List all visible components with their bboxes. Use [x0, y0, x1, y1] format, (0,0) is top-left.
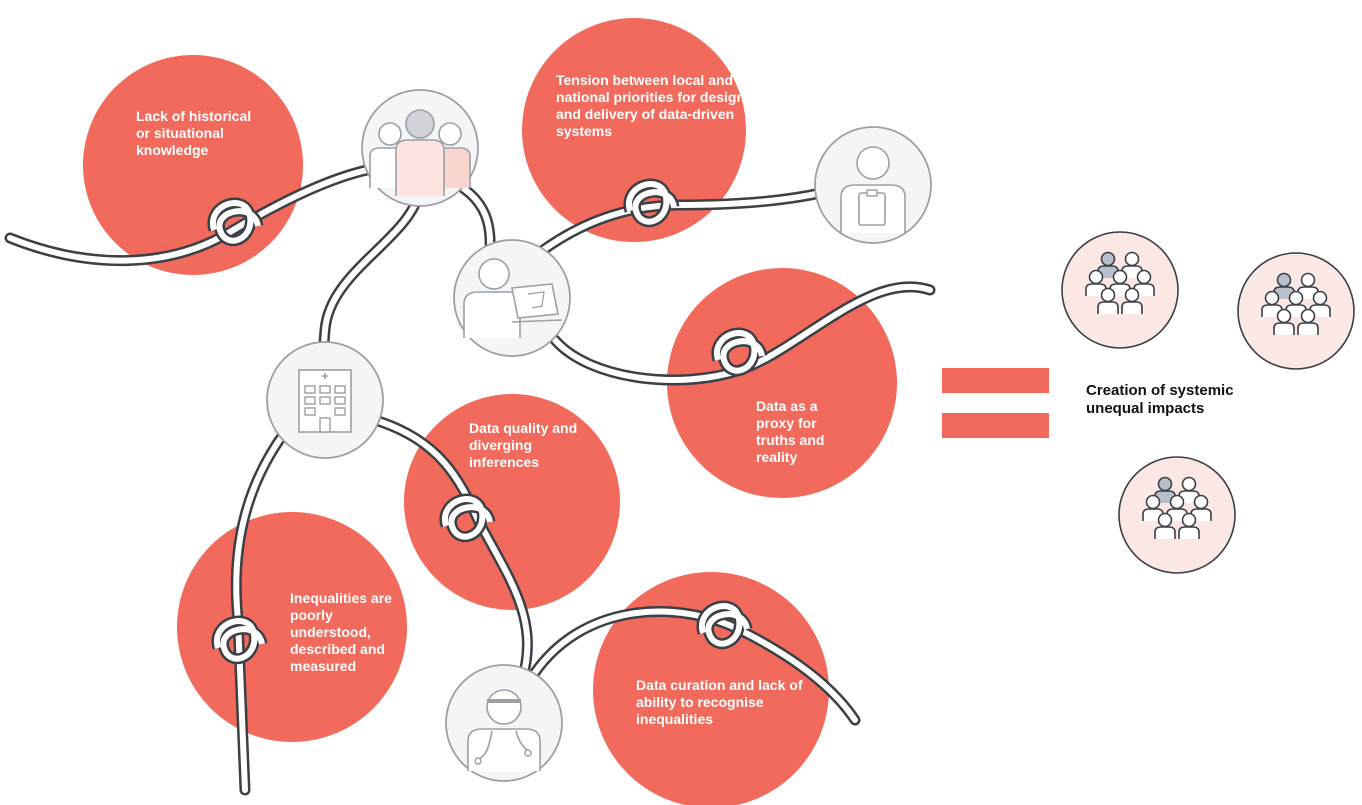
hospital-building-icon	[266, 341, 384, 459]
knot-icon	[711, 327, 768, 377]
result-label: Creation of systemic unequal impacts	[1086, 382, 1234, 417]
crowd-icon	[1238, 253, 1354, 369]
doctor-with-stethoscope-icon	[445, 664, 563, 782]
crowd-icon	[1062, 232, 1178, 348]
challenge-label-data-curation: Data curation and lack of ability to rec…	[636, 677, 803, 727]
blob-lack-of-knowledge	[83, 55, 303, 275]
knot-icon	[207, 197, 264, 247]
actors	[266, 89, 932, 782]
clipboard-person-icon	[814, 126, 932, 244]
knot-icon	[211, 615, 268, 665]
knot-icon	[623, 178, 680, 228]
blob-data-as-proxy	[667, 268, 897, 498]
challenge-label-data-as-proxy: Data as a proxy for truths and reality	[756, 398, 825, 465]
challenge-label-lack-of-knowledge: Lack of historical or situational knowle…	[136, 108, 252, 158]
challenge-label-data-quality: Data quality and diverging inferences	[469, 420, 578, 470]
blob-data-quality	[404, 394, 620, 610]
challenge-label-inequalities-understood: Inequalities are poorly understood, desc…	[290, 590, 392, 674]
knots	[207, 178, 768, 665]
knot-icon	[439, 493, 496, 543]
challenge-label-tension-priorities: Tension between local and national prior…	[556, 72, 746, 139]
crowd-icon	[1119, 457, 1235, 573]
group-of-people-icon	[361, 89, 479, 207]
challenge-blobs	[83, 18, 897, 805]
person-at-laptop-icon	[453, 239, 571, 357]
knot-icon	[696, 600, 753, 650]
blob-data-curation	[593, 572, 829, 805]
blob-tension-priorities	[522, 18, 746, 242]
equals-sign	[942, 368, 1049, 438]
